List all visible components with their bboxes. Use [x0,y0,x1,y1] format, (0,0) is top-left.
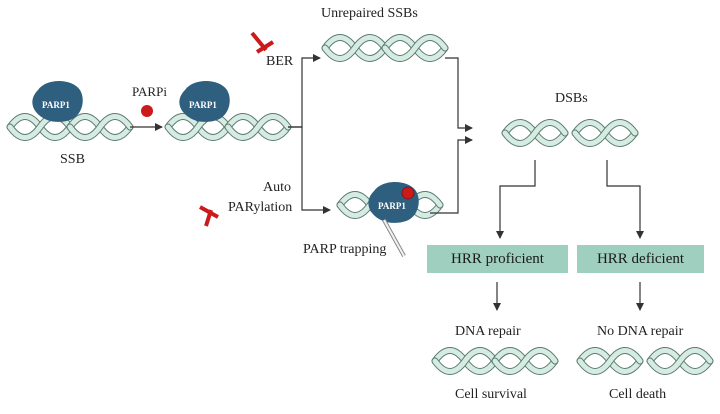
no-dna-repair-label: No DNA repair [597,324,684,339]
cell-survival-label: Cell survival [455,387,527,402]
broken-dna-right [650,351,710,372]
ssb-label: SSB [60,152,85,167]
trapping-branch-arrow [288,126,331,214]
hrr-deficient-box: HRR deficient [577,245,704,273]
parp1-label-trapped: PARP1 [378,201,406,211]
trapped-inhibitor-dot [401,186,415,200]
dsbs-label: DSBs [555,91,588,106]
dsb-dna-left [505,123,565,144]
unrepaired-ssbs-label: Unrepaired SSBs [321,6,418,21]
parylation-label: PARylation [228,200,293,215]
ber-inhibitor-icon [250,31,275,54]
parp-trapping-label: PARP trapping [303,242,387,257]
parylation-inhibitor-icon [199,205,219,227]
merge-arrow-top [445,57,473,132]
auto-label: Auto [263,180,291,195]
repaired-dna [435,351,555,372]
parpi-label: PARPi [132,84,167,99]
dsb-dna-right [575,123,635,144]
parpi-inhibitor-dot [141,105,153,117]
ber-label: BER [266,54,294,69]
merge-arrow-bottom [430,136,473,214]
hrr-proficient-box: HRR proficient [427,245,568,273]
parp1-label-left: PARP1 [42,100,70,110]
cell-death-label: Cell death [609,387,667,402]
unrepaired-ssb-dna [325,38,445,59]
parp-bound-dna [168,117,288,138]
parp1-trapped-protein [368,182,419,257]
broken-dna-left [580,351,640,372]
dna-repair-label: DNA repair [455,324,521,339]
parp1-label-middle: PARP1 [189,100,217,110]
to-hrr-proficient-arrow [496,160,536,239]
to-hrr-deficient-arrow [606,160,644,239]
